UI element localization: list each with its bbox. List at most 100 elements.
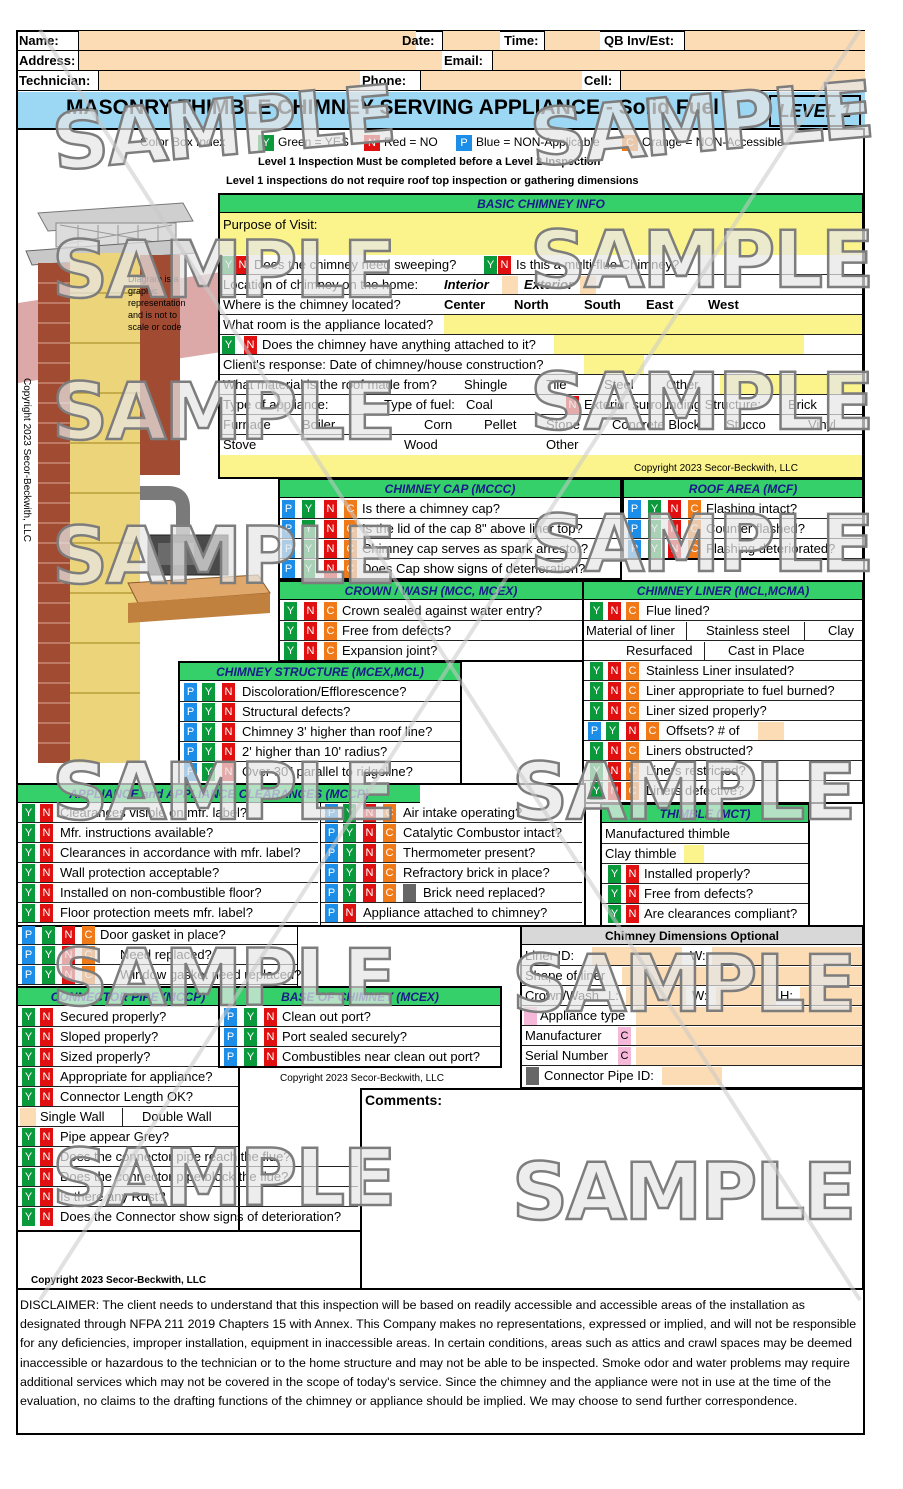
w-field[interactable] xyxy=(712,947,862,965)
y-box[interactable]: Y xyxy=(590,662,603,680)
other-option[interactable]: Other xyxy=(546,437,579,452)
clay-thimble-box[interactable] xyxy=(684,845,704,863)
y-box[interactable]: Y xyxy=(284,622,297,640)
y-box[interactable]: Y xyxy=(343,844,356,862)
stove-option[interactable]: Stove xyxy=(223,437,257,452)
l-field[interactable] xyxy=(626,987,686,1005)
c-box[interactable]: C xyxy=(688,520,701,538)
p-box[interactable]: P xyxy=(325,864,338,882)
north-option[interactable]: North xyxy=(514,297,549,312)
c-box[interactable]: C xyxy=(626,702,639,720)
shape-field[interactable] xyxy=(622,967,862,985)
y-box[interactable]: Y xyxy=(608,905,621,923)
east-option[interactable]: East xyxy=(646,297,674,312)
c-box[interactable]: C xyxy=(688,540,701,558)
y-box[interactable]: Y xyxy=(648,540,661,558)
c-box[interactable]: C xyxy=(688,500,701,518)
serial-field[interactable] xyxy=(636,1047,862,1065)
n-box[interactable]: N xyxy=(304,622,317,640)
n-box[interactable]: N xyxy=(363,804,376,822)
y-box[interactable]: Y xyxy=(202,723,215,741)
client-field[interactable] xyxy=(584,355,644,374)
n-box[interactable]: N xyxy=(222,763,235,781)
p-box[interactable]: P xyxy=(325,824,338,842)
g-box[interactable] xyxy=(403,884,416,902)
y-box[interactable]: Y xyxy=(202,703,215,721)
corn-option[interactable]: Corn xyxy=(424,417,453,432)
h-field[interactable] xyxy=(800,987,862,1005)
c-box[interactable]: C xyxy=(626,762,639,780)
y-box[interactable]: Y xyxy=(590,762,603,780)
c-box[interactable]: C xyxy=(344,520,357,538)
n-box[interactable]: N xyxy=(236,256,249,274)
stainless-option[interactable]: Stainless steel xyxy=(706,623,790,638)
n-box[interactable]: N xyxy=(40,1048,53,1066)
p-box[interactable]: P xyxy=(184,743,197,761)
clay-option[interactable]: Clay xyxy=(828,623,855,638)
purpose-field[interactable] xyxy=(220,213,862,255)
n-box[interactable]: N xyxy=(62,966,75,984)
n-box[interactable]: N xyxy=(324,540,337,558)
wall-box[interactable] xyxy=(20,1108,36,1126)
interior-box[interactable] xyxy=(502,276,518,294)
n-box[interactable]: N xyxy=(40,1008,53,1026)
n-box[interactable]: N xyxy=(40,864,53,882)
y-box[interactable]: Y xyxy=(22,1028,35,1046)
p-box[interactable]: P xyxy=(184,723,197,741)
n-box[interactable]: N xyxy=(304,602,317,620)
c-box[interactable]: C xyxy=(618,1027,631,1045)
n-box[interactable]: N xyxy=(62,946,75,964)
y-box[interactable]: Y xyxy=(590,682,603,700)
y-box[interactable]: Y xyxy=(590,702,603,720)
y-box[interactable]: Y xyxy=(648,500,661,518)
y-box[interactable]: Y xyxy=(284,602,297,620)
material-box[interactable] xyxy=(704,642,724,660)
n-box[interactable]: N xyxy=(40,1188,53,1206)
qb-field[interactable] xyxy=(684,31,865,50)
c-box[interactable]: C xyxy=(626,682,639,700)
center-option[interactable]: Center xyxy=(444,297,486,312)
y-box[interactable]: Y xyxy=(302,500,315,518)
p-box[interactable]: P xyxy=(184,763,197,781)
y-box[interactable]: Y xyxy=(343,864,356,882)
y-box[interactable]: Y xyxy=(22,1188,35,1206)
n-box[interactable]: N xyxy=(222,743,235,761)
c-box[interactable]: C xyxy=(626,782,639,800)
p-box[interactable]: P xyxy=(628,500,641,518)
n-box[interactable]: N xyxy=(608,702,621,720)
resurfaced-option[interactable]: Resurfaced xyxy=(626,643,693,658)
p-box[interactable]: P xyxy=(282,500,295,518)
n-box[interactable]: N xyxy=(40,1148,53,1166)
c-box[interactable]: C xyxy=(82,966,95,984)
c-box[interactable]: C xyxy=(324,622,337,640)
n-box[interactable]: N xyxy=(363,884,376,902)
y-box[interactable]: Y xyxy=(22,1148,35,1166)
p-box[interactable]: P xyxy=(588,722,601,740)
c-box[interactable]: C xyxy=(626,602,639,620)
p-box[interactable]: P xyxy=(224,1028,237,1046)
p-box[interactable]: P xyxy=(325,884,338,902)
n-box[interactable]: N xyxy=(40,1088,53,1106)
n-box[interactable]: N xyxy=(40,1168,53,1186)
n-box[interactable]: N xyxy=(668,500,681,518)
y-box[interactable]: Y xyxy=(222,336,235,354)
attached-field[interactable] xyxy=(554,335,804,354)
p-box[interactable]: P xyxy=(282,540,295,558)
p-box[interactable]: P xyxy=(628,520,641,538)
phone-field[interactable] xyxy=(420,71,582,90)
n-box[interactable]: N xyxy=(626,865,639,883)
y-box[interactable]: Y xyxy=(606,722,619,740)
appliance-type-field[interactable] xyxy=(636,1007,862,1025)
other-option[interactable]: Other xyxy=(666,377,699,392)
n-box[interactable]: N xyxy=(264,1028,277,1046)
n-box[interactable]: N xyxy=(264,1008,277,1026)
date-field[interactable] xyxy=(442,31,500,50)
comments-box[interactable]: Comments: xyxy=(360,1088,864,1290)
n-box[interactable]: N xyxy=(626,722,639,740)
p-box[interactable]: P xyxy=(325,804,338,822)
coal-option[interactable]: Coal xyxy=(466,397,493,412)
n-box[interactable]: N xyxy=(363,864,376,882)
p-box[interactable]: P xyxy=(325,844,338,862)
offsets-count-field[interactable] xyxy=(758,722,784,740)
manufactured-option[interactable]: Manufactured thimble xyxy=(605,826,731,841)
